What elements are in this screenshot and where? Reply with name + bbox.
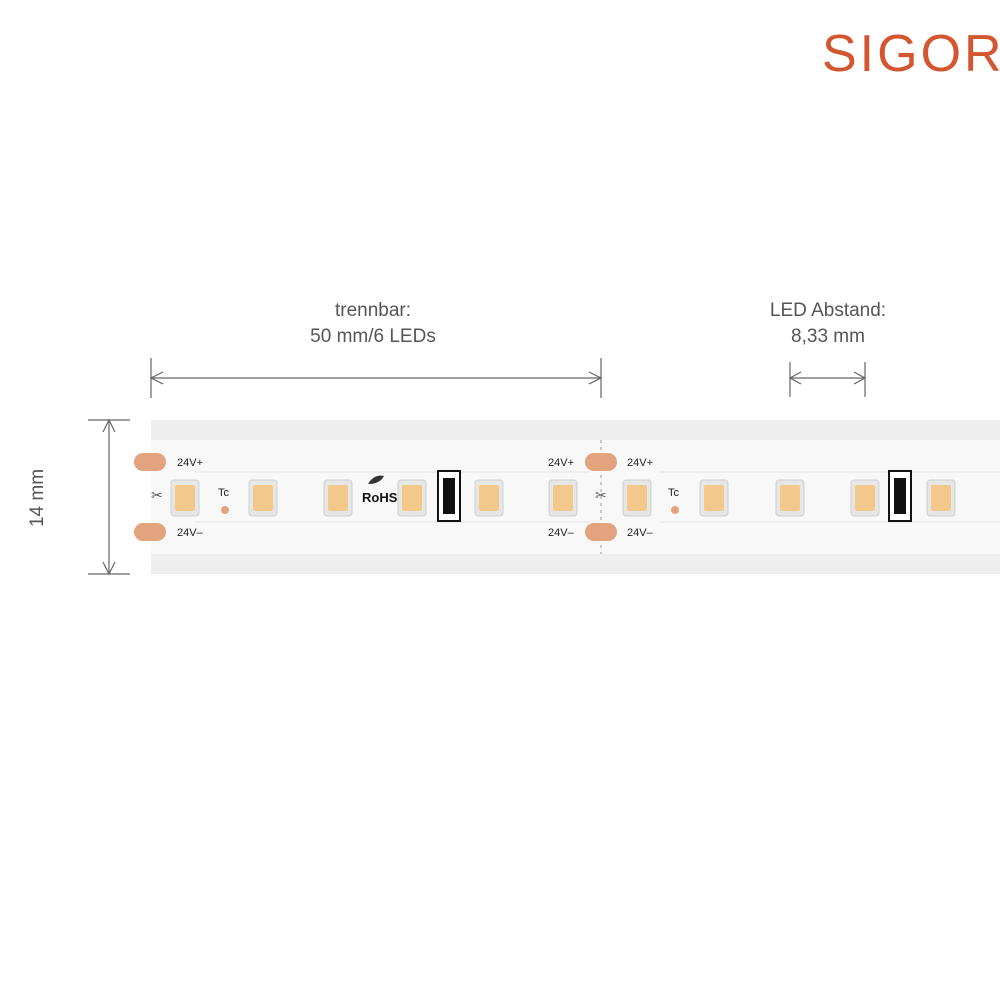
cut-length-label: trennbar: 50 mm/6 LEDs (263, 298, 483, 350)
tc-test-point (671, 506, 679, 514)
tc-test-point (221, 506, 229, 514)
led-chip (397, 479, 427, 517)
led-pitch-dimension (788, 362, 867, 397)
led-chip (474, 479, 504, 517)
rohs-mark: RoHS (362, 490, 398, 505)
logo-text: SIGOR (822, 25, 1000, 83)
led-chip (170, 479, 200, 517)
pad-label-minus: 24V– (177, 527, 204, 539)
led-chip (548, 479, 578, 517)
pad-label-minus: 24V– (627, 527, 654, 539)
led-pitch-label-line1: LED Abstand: (769, 300, 887, 321)
pad-label-plus: 24V+ (548, 457, 574, 469)
sigor-logo: SIGOR (822, 24, 1000, 104)
leaf-icon (368, 475, 384, 484)
cut-length-label-line1: trennbar: (334, 300, 412, 321)
led-chip (926, 479, 956, 517)
pad-label-plus: 24V+ (627, 457, 653, 469)
solder-pad (585, 453, 617, 471)
solder-pad (134, 523, 166, 541)
cut-length-label-line2: 50 mm/6 LEDs (310, 326, 436, 347)
pad-label-minus: 24V– (548, 527, 575, 539)
pcb-traces (195, 471, 1000, 523)
led-pitch-label-line2: 8,33 mm (791, 326, 865, 347)
led-chip (850, 479, 880, 517)
tc-label: Tc (218, 487, 230, 499)
led-chip (323, 479, 353, 517)
resistor-2 (888, 470, 912, 522)
solder-pad (134, 453, 166, 471)
led-chip (248, 479, 278, 517)
scissors-icon: ✂ (151, 487, 163, 503)
tc-label: Tc (668, 487, 680, 499)
pad-label-plus: 24V+ (177, 457, 203, 469)
cut-length-dimension (149, 358, 603, 398)
led-chip (699, 479, 729, 517)
scissors-icon: ✂ (595, 487, 607, 503)
led-chip (622, 479, 652, 517)
led-chip (775, 479, 805, 517)
led-pitch-label: LED Abstand: 8,33 mm (728, 298, 928, 350)
solder-pad (585, 523, 617, 541)
strip-width-dimension (88, 418, 130, 576)
resistor-1 (437, 470, 461, 522)
